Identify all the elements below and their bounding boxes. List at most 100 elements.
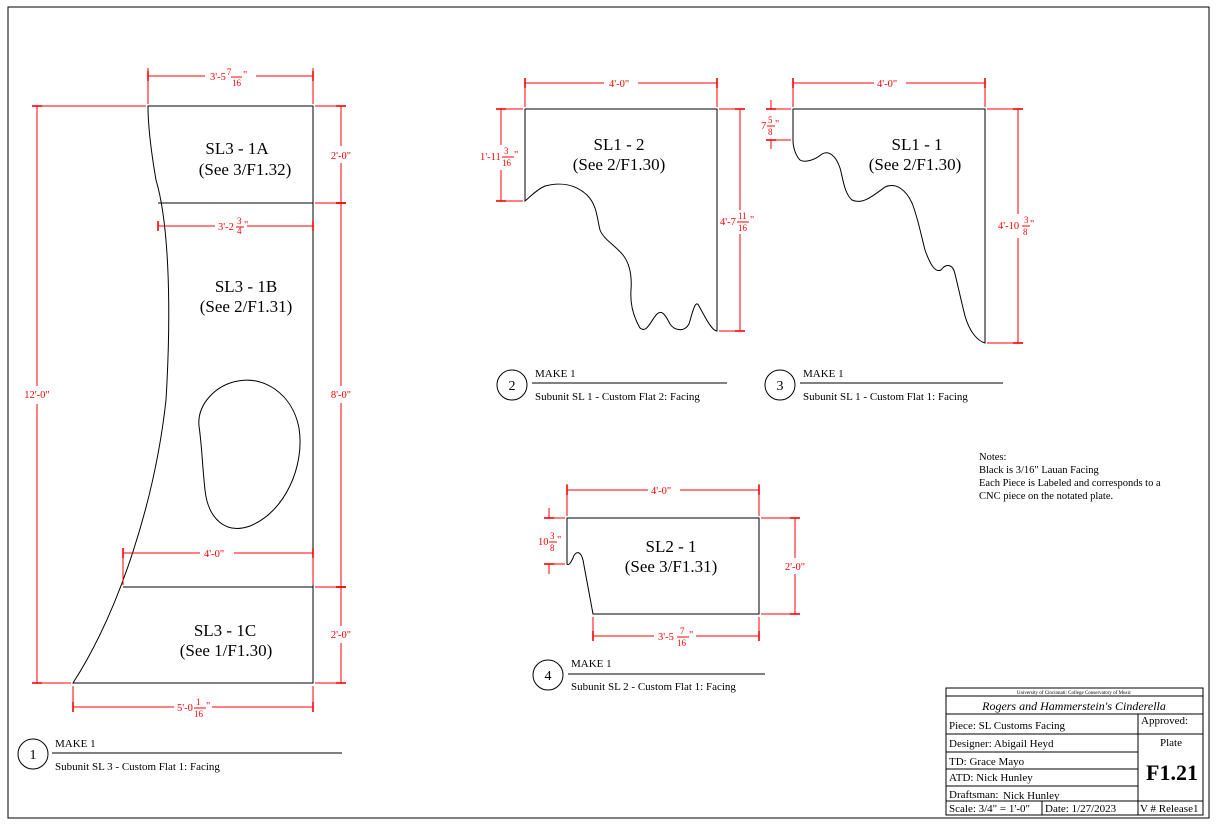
dim-seg-b: 8'-0" — [331, 390, 351, 401]
dim-top-width: 3'-57 — [210, 67, 232, 83]
svg-text:8: 8 — [550, 543, 555, 553]
detail-4-bubble — [532, 659, 564, 691]
detail-4-title: Subunit SL 2 - Custom Flat 1: Facing — [571, 681, 736, 693]
svg-text:3: 3 — [1024, 215, 1029, 225]
svg-text:": " — [557, 535, 561, 546]
dim-sl1-2-right: 4'-7 — [720, 217, 736, 228]
dim-total-height: 12'-0" — [24, 390, 49, 401]
detail-2-make: MAKE 1 — [535, 368, 576, 380]
tb-version: V # Release1 — [1140, 803, 1198, 815]
svg-text:16: 16 — [502, 158, 512, 168]
tb-piece: Piece: SL Customs Facing — [949, 720, 1066, 732]
svg-text:16: 16 — [677, 638, 687, 648]
detail-3-bubble — [764, 369, 796, 401]
dim-sl2-1-left: 10 — [538, 537, 549, 548]
svg-text:16: 16 — [738, 223, 748, 233]
sl1-2-ref: (See 2/F1.30) — [573, 155, 666, 174]
detail-1-bubble — [17, 738, 49, 770]
detail-2-title: Subunit SL 1 - Custom Flat 2: Facing — [535, 391, 700, 403]
tb-show: Rogers and Hammerstein's Cinderella — [981, 699, 1166, 713]
detail-4-number: 4 — [545, 669, 552, 684]
dim-sl2-1-bottom: 3'-5 — [658, 632, 674, 643]
dim-sl1-1-width: 4'-0" — [877, 79, 897, 90]
sl3-1a-ref: (See 3/F1.32) — [199, 160, 292, 179]
detail-3-make: MAKE 1 — [803, 368, 844, 380]
dim-sl1-1-left: 7 — [761, 121, 766, 132]
svg-text:7: 7 — [680, 626, 685, 636]
detail-3-title: Subunit SL 1 - Custom Flat 1: Facing — [803, 391, 968, 403]
sl3-1b-name: SL3 - 1B — [215, 277, 277, 296]
sl2-1-outline — [566, 517, 760, 615]
tb-atd: ATD: Nick Hunley — [949, 772, 1033, 784]
svg-text:11: 11 — [738, 211, 747, 221]
detail-4: SL2 - 1 (See 3/F1.31) 4'-0" 10 3 8 " 2'-… — [532, 484, 805, 693]
tb-td: TD: Grace Mayo — [949, 756, 1025, 768]
sl3-1c-ref: (See 1/F1.30) — [180, 641, 273, 660]
svg-text:1: 1 — [196, 697, 201, 707]
sheet-border — [7, 6, 1210, 819]
sl1-1-name: SL1 - 1 — [892, 135, 943, 154]
svg-text:": " — [689, 630, 693, 641]
svg-text:": " — [514, 150, 518, 161]
tb-approved: Approved: — [1141, 715, 1188, 727]
notes-line-1: Black is 3/16" Lauan Facing — [979, 465, 1100, 476]
detail-2-number: 2 — [509, 379, 516, 394]
notes-heading: Notes: — [979, 452, 1006, 463]
tb-date: Date: 1/27/2023 — [1045, 803, 1117, 815]
dim-bottom-width: 5'-0 — [177, 703, 193, 714]
title-block: University of Cincinnati: College Conser… — [945, 687, 1204, 816]
tb-scale: Scale: 3/4" = 1'-0" — [949, 803, 1030, 815]
notes-line-2: Each Piece is Labeled and corresponds to… — [979, 478, 1161, 489]
tb-designer: Designer: Abigail Heyd — [949, 738, 1054, 750]
dim-sl1-1-right: 4'-10 — [998, 221, 1019, 232]
dim-seg-a: 2'-0" — [331, 151, 351, 162]
dim-sl2-1-width: 4'-0" — [651, 486, 671, 497]
detail-1-title: Subunit SL 3 - Custom Flat 1: Facing — [55, 761, 220, 773]
svg-text:8: 8 — [768, 127, 773, 137]
detail-4-make: MAKE 1 — [571, 658, 612, 670]
tb-plate: F1.21 — [1146, 760, 1198, 785]
sl3-outline — [72, 105, 314, 684]
sl1-2-name: SL1 - 2 — [594, 135, 645, 154]
dim-sl2-1-right: 2'-0" — [785, 562, 805, 573]
svg-text:": " — [244, 220, 248, 231]
svg-text:": " — [750, 215, 754, 226]
detail-2: SL1 - 2 (See 2/F1.30) 4'-0" 1'-11 3 16 "… — [480, 78, 754, 403]
sl2-1-name: SL2 - 1 — [646, 537, 697, 556]
detail-1: SL3 - 1A (See 3/F1.32) SL3 - 1B (See 2/F… — [17, 67, 351, 773]
tb-draftsman-name: Nick Hunley — [1003, 790, 1060, 802]
sl3-1b-ref: (See 2/F1.31) — [200, 297, 293, 316]
svg-text:3: 3 — [504, 146, 509, 156]
svg-text:": " — [243, 70, 247, 81]
svg-text:16: 16 — [232, 78, 242, 88]
sl3-1a-name: SL3 - 1A — [205, 139, 269, 158]
detail-1-make: MAKE 1 — [55, 738, 96, 750]
detail-3: SL1 - 1 (See 2/F1.30) 4'-0" 7 5 8 " 4'-1… — [761, 78, 1034, 403]
notes: Notes: Black is 3/16" Lauan Facing Each … — [979, 452, 1161, 502]
svg-text:3: 3 — [550, 531, 555, 541]
svg-text:3: 3 — [237, 216, 242, 226]
svg-text:8: 8 — [1023, 227, 1028, 237]
detail-3-number: 3 — [777, 379, 784, 394]
detail-2-bubble — [496, 369, 528, 401]
sl1-1-outline — [792, 108, 986, 344]
tb-plate-label: Plate — [1160, 737, 1182, 749]
svg-text:4: 4 — [237, 226, 242, 236]
sl3-hole — [198, 379, 301, 529]
tb-school: University of Cincinnati: College Conser… — [1017, 691, 1132, 696]
dim-low-width: 4'-0" — [204, 549, 224, 560]
dim-sl1-2-left: 1'-11 — [480, 152, 501, 163]
dim-mid-width: 3'-2 — [218, 222, 234, 233]
svg-text:": " — [1030, 219, 1034, 230]
sl1-2-outline — [524, 108, 718, 332]
sl1-1-ref: (See 2/F1.30) — [869, 155, 962, 174]
detail-1-number: 1 — [30, 748, 37, 763]
svg-text:": " — [206, 701, 210, 712]
svg-text:16: 16 — [194, 709, 204, 719]
dim-sl1-2-width: 4'-0" — [609, 79, 629, 90]
dim-seg-c: 2'-0" — [331, 630, 351, 641]
tb-draftsman-label: Draftsman: — [949, 789, 998, 801]
sl2-1-ref: (See 3/F1.31) — [625, 557, 718, 576]
svg-text:": " — [775, 119, 779, 130]
